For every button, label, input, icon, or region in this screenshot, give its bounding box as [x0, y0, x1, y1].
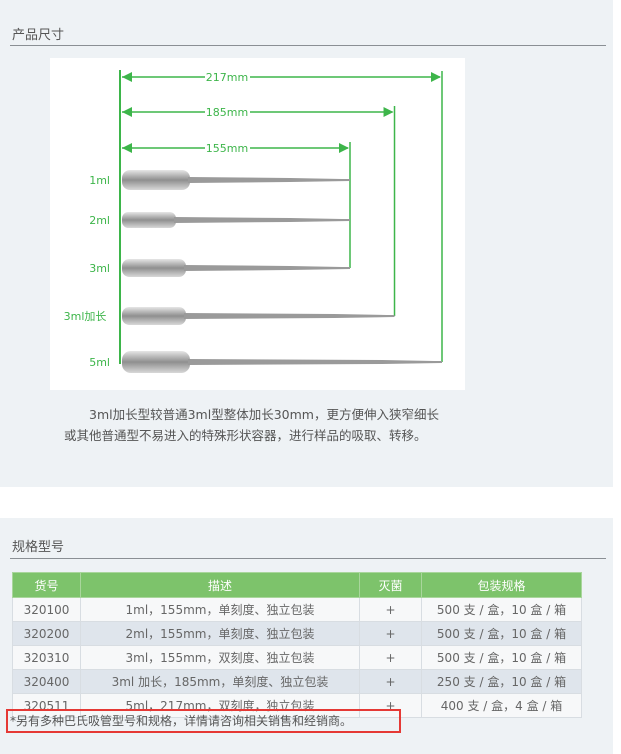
footnote: *另有多种巴氏吸管型号和规格，详情请咨询相关销售和经销商。 — [6, 709, 401, 733]
cell-sterile: + — [359, 693, 422, 718]
pipette-stem — [184, 313, 395, 319]
cell-description: 3ml，155mm，双刻度、独立包装 — [80, 645, 360, 670]
product-size-section: 产品尺寸 217mm 185mm 155mm 1ml 2ml 3ml 3ml加长 5ml 3m… — [0, 0, 613, 487]
pipette-bulb — [122, 351, 190, 373]
cell-item-no: 320400 — [12, 669, 81, 694]
cell-packaging: 250 支 / 盒，10 盒 / 箱 — [421, 669, 582, 694]
section-title: 产品尺寸 — [12, 28, 65, 43]
divider — [10, 45, 606, 46]
pipette-dimension-diagram: 217mm 185mm 155mm 1ml 2ml 3ml 3ml加长 5ml — [50, 58, 465, 390]
arrow-left-icon — [122, 72, 132, 82]
pipette-bulb — [122, 259, 186, 277]
cell-sterile: + — [359, 597, 422, 622]
diagram-svg: 217mm 185mm 155mm 1ml 2ml 3ml 3ml加长 5ml — [64, 70, 443, 373]
arrow-left-icon — [122, 107, 132, 117]
pipette-label: 5ml — [89, 356, 110, 369]
arrow-right-icon — [431, 72, 441, 82]
pipette-stem — [188, 177, 350, 183]
col-header-packaging: 包装规格 — [421, 572, 582, 598]
cell-sterile: + — [359, 645, 422, 670]
col-header-sterile: 灭菌 — [359, 572, 422, 598]
cell-sterile: + — [359, 669, 422, 694]
cell-description: 1ml，155mm，单刻度、独立包装 — [80, 597, 360, 622]
cell-description: 5ml，217mm，双刻度，独立包装 — [80, 693, 360, 718]
cell-packaging: 400 支 / 盒，4 盒 / 箱 — [421, 693, 582, 718]
cell-description: 2ml，155mm，单刻度、独立包装 — [80, 621, 360, 646]
cell-sterile: + — [359, 621, 422, 646]
section-title: 规格型号 — [12, 540, 65, 555]
cell-item-no: 320200 — [12, 621, 81, 646]
cell-item-no: 320310 — [12, 645, 81, 670]
col-header-description: 描述 — [80, 572, 360, 598]
pipette-bulb — [122, 212, 176, 228]
arrow-right-icon — [339, 143, 349, 153]
pipette-stem — [188, 359, 442, 365]
cell-item-no: 320511 — [12, 693, 81, 718]
description: 3ml加长型较普通3ml型整体加长30mm，更方便伸入狭窄细长或其他普通型不易进… — [64, 407, 439, 443]
cell-item-no: 320100 — [12, 597, 81, 622]
dimension-label: 185mm — [206, 106, 248, 119]
divider — [10, 558, 606, 559]
dimension-label: 155mm — [206, 142, 248, 155]
pipette-bulb — [122, 170, 190, 190]
pipette-label: 3ml — [89, 262, 110, 275]
col-header-item-no: 货号 — [12, 572, 81, 598]
arrow-left-icon — [122, 143, 132, 153]
dimension-label: 217mm — [206, 71, 248, 84]
arrow-right-icon — [383, 107, 394, 117]
pipette-label: 2ml — [89, 214, 110, 227]
cell-packaging: 500 支 / 盒，10 盒 / 箱 — [421, 597, 582, 622]
cell-packaging: 500 支 / 盒，10 盒 / 箱 — [421, 645, 582, 670]
cell-packaging: 500 支 / 盒，10 盒 / 箱 — [421, 621, 582, 646]
pipette-label: 3ml加长 — [64, 310, 107, 323]
pipette-label: 1ml — [89, 174, 110, 187]
pipette-stem — [174, 217, 350, 223]
pipette-stem — [184, 265, 350, 271]
pipette-bulb — [122, 307, 186, 325]
cell-description: 3ml 加长，185mm，单刻度、独立包装 — [80, 669, 360, 694]
